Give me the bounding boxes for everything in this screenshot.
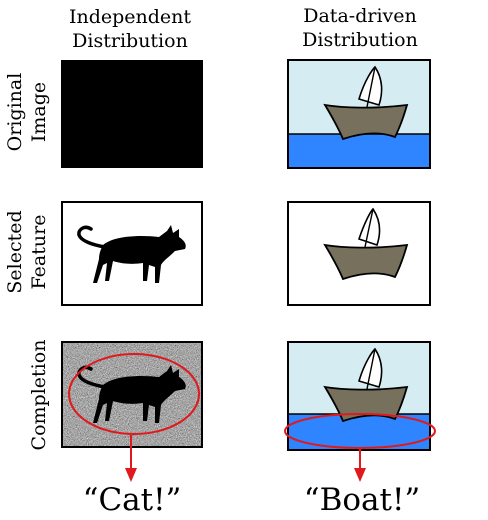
water	[289, 134, 429, 167]
boat-scene-completion	[289, 343, 429, 449]
arrow-head-boat	[354, 468, 366, 482]
boat-scene-original	[289, 61, 429, 167]
column-header-data-driven: Data-driven Distribution	[260, 4, 460, 52]
highlight-ellipse-water	[284, 413, 436, 449]
cat-on-noise	[63, 343, 201, 446]
panel-original-data-driven	[287, 59, 431, 169]
cat	[93, 365, 186, 423]
panel-completion-data-driven	[287, 341, 431, 451]
column-header-data-driven-line1: Data-driven	[303, 5, 417, 27]
panel-original-independent	[61, 60, 203, 168]
answer-cat: “Cat!”	[82, 482, 182, 518]
column-header-independent-line1: Independent	[68, 6, 192, 28]
panel-completion-independent	[61, 341, 203, 448]
boat-hull	[323, 103, 409, 141]
column-header-independent: Independent Distribution	[30, 5, 230, 53]
highlight-ellipse-cat	[68, 353, 200, 435]
answer-boat: “Boat!”	[303, 482, 421, 518]
column-header-independent-line2: Distribution	[72, 30, 188, 52]
boat-hull	[323, 243, 409, 281]
column-header-data-driven-line2: Distribution	[302, 29, 418, 51]
cat-silhouette	[77, 225, 186, 283]
panel-selected-data-driven	[287, 201, 431, 306]
arrow-head-cat	[125, 468, 137, 482]
boat-feature	[323, 207, 409, 281]
panel-selected-independent	[61, 201, 203, 306]
